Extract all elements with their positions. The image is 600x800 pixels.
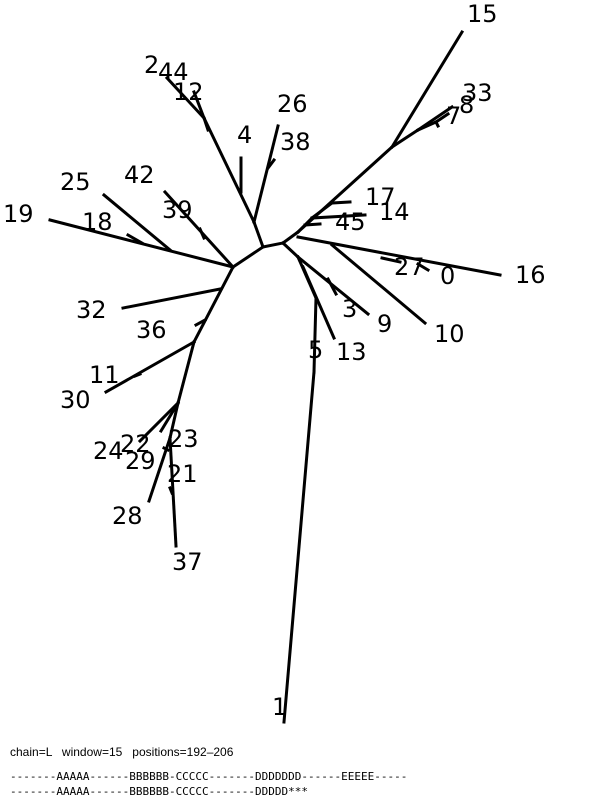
branch: [137, 400, 181, 444]
branch: [252, 124, 280, 224]
branch: [309, 200, 335, 221]
leaf-label-33: 33: [462, 79, 493, 107]
branch: [125, 232, 145, 246]
branch: [161, 445, 171, 453]
leaf-label-0: 0: [440, 262, 455, 290]
leaf-label-32: 32: [76, 296, 107, 324]
branch: [303, 222, 322, 227]
branch: [101, 192, 173, 253]
leaf-label-21: 21: [167, 460, 198, 488]
leaf-label-16: 16: [515, 261, 546, 289]
tree-branches: [48, 29, 502, 724]
branch: [330, 200, 352, 205]
leaf-label-14: 14: [379, 198, 410, 226]
branch: [168, 401, 180, 440]
branch: [121, 287, 222, 310]
branch: [325, 276, 339, 297]
branch: [282, 370, 316, 724]
leaf-label-39: 39: [162, 196, 193, 224]
leaf-label-11: 11: [89, 361, 120, 389]
branch: [310, 213, 367, 220]
sequence-track-2: -------AAAAA------BBBBBB-CCCCC-------DDD…: [10, 785, 309, 798]
branch: [168, 486, 174, 495]
branch: [230, 244, 266, 270]
sequence-track-1: -------AAAAA------BBBBBB-CCCCC-------DDD…: [10, 770, 408, 783]
branch: [301, 265, 336, 340]
leaf-label-4: 4: [237, 121, 252, 149]
leaf-label-29: 29: [125, 447, 156, 475]
branch: [261, 241, 285, 249]
branch: [416, 120, 438, 132]
phylogenetic-tree: 15 33 8 7 2 44 12 26 4 38 17 14 45 25 42…: [3, 0, 546, 724]
branch: [193, 317, 208, 328]
leaf-label-25: 25: [60, 168, 91, 196]
leaf-label-42: 42: [124, 161, 155, 189]
leaf-label-37: 37: [172, 548, 203, 576]
branch: [312, 296, 318, 374]
branch: [164, 75, 207, 121]
leaf-label-27: 27: [394, 253, 425, 281]
leaf-label-38: 38: [280, 128, 311, 156]
branch: [176, 340, 196, 405]
leaf-label-17: 17: [365, 183, 396, 211]
branch: [158, 400, 181, 434]
branch: [201, 115, 257, 225]
leaf-label-13: 13: [336, 338, 367, 366]
leaf-label-45: 45: [335, 208, 366, 236]
branch: [280, 229, 301, 246]
branch: [192, 90, 206, 120]
leaf-label-18: 18: [82, 208, 113, 236]
leaf-label-15: 15: [467, 0, 498, 28]
leaf-label-8: 8: [459, 91, 474, 119]
branch: [198, 227, 206, 240]
leaf-label-28: 28: [112, 502, 143, 530]
branch: [252, 220, 265, 249]
leaf-label-22: 22: [120, 430, 151, 458]
leaf-label-1: 1: [272, 693, 287, 721]
leaf-label-12: 12: [173, 78, 204, 106]
leaf-label-26: 26: [277, 90, 308, 118]
branch: [265, 157, 277, 171]
leaf-label-10: 10: [434, 320, 465, 348]
leaf-label-30: 30: [60, 386, 91, 414]
leaf-label-7: 7: [446, 102, 461, 130]
branch: [433, 111, 451, 125]
leaf-label-19: 19: [3, 200, 34, 228]
branch: [103, 339, 197, 395]
branch: [389, 127, 421, 150]
branch: [133, 372, 142, 378]
leaf-label-24: 24: [93, 437, 124, 465]
leaf-label-9: 9: [377, 310, 392, 338]
branch: [415, 261, 431, 273]
branch: [280, 240, 301, 260]
leaf-label-2: 2: [144, 51, 159, 79]
leaf-label-44: 44: [158, 58, 189, 86]
branch: [202, 116, 210, 132]
chain-window-info: chain=L window=15 positions=192–206: [10, 745, 234, 759]
leaf-label-23: 23: [168, 425, 199, 453]
branch: [433, 119, 441, 129]
branch: [389, 29, 465, 150]
leaf-label-3: 3: [342, 295, 357, 323]
leaf-label-5: 5: [308, 336, 323, 364]
branch: [380, 256, 402, 264]
branch: [191, 264, 236, 345]
branch: [329, 242, 428, 326]
leaf-labels: 15 33 8 7 2 44 12 26 4 38 17 14 45 25 42…: [3, 0, 546, 721]
leaf-label-36: 36: [136, 316, 167, 344]
